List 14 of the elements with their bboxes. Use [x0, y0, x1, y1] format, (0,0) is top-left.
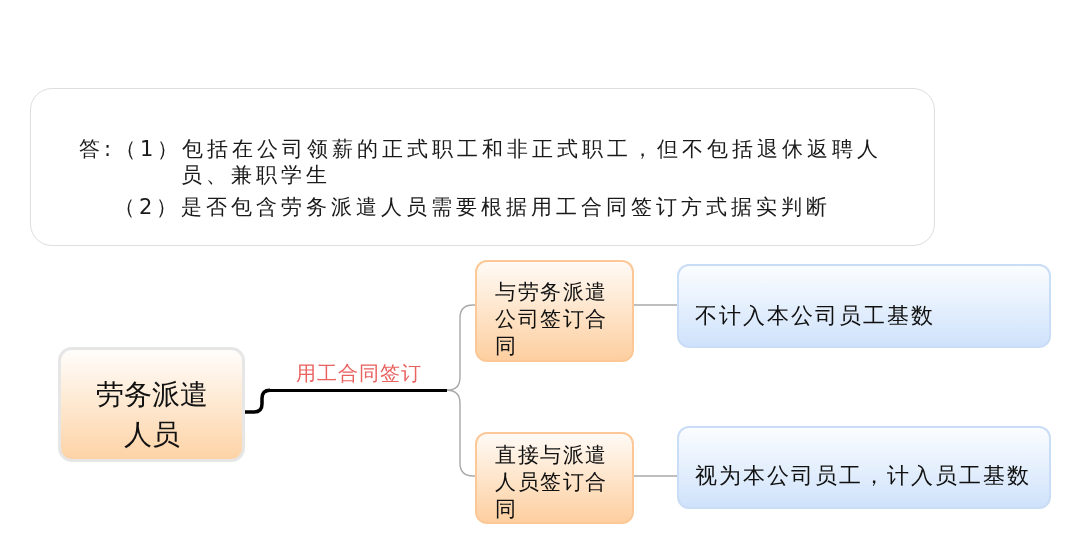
branch-box: 直接与派遣人员签订合同: [475, 432, 634, 524]
result-box: 视为本公司员工，计入员工基数: [677, 426, 1051, 509]
underlined-label: 用工合同签订: [270, 358, 447, 392]
connector-line: [245, 388, 272, 414]
connector-line: [633, 304, 678, 306]
answer-text: 答:（1）包括在公司领薪的正式职工和非正式职工，但不包括退休返聘人员、兼职学生: [79, 136, 884, 188]
connector-line: [446, 304, 476, 391]
connector-line: [446, 389, 476, 477]
note-panel: [30, 88, 935, 246]
connector-line: [633, 475, 678, 477]
answer-text: （2）是否包含劳务派遣人员需要根据用工合同签订方式据实判断: [113, 194, 833, 220]
topic-box: 劳务派遣人员: [58, 347, 245, 462]
result-box: 不计入本公司员工基数: [677, 264, 1051, 348]
branch-box: 与劳务派遣公司签订合同: [475, 260, 634, 362]
